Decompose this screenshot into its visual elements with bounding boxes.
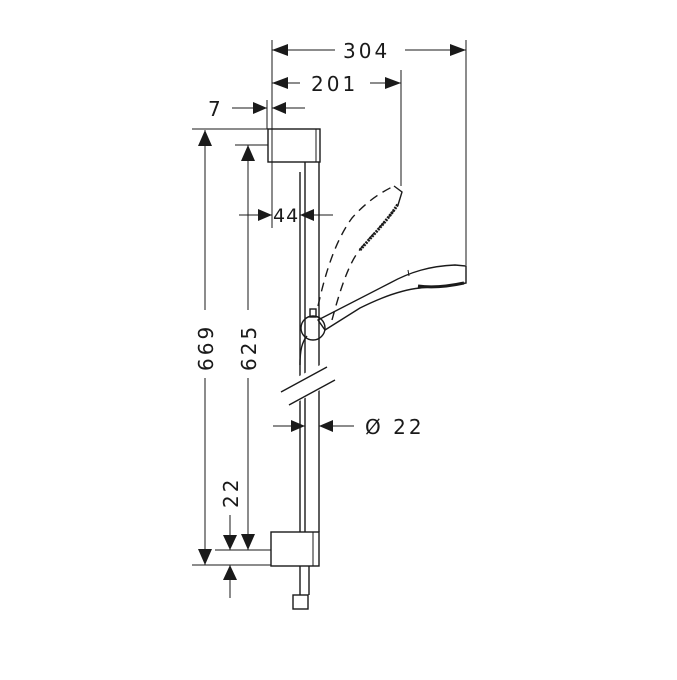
- hand-shower-alt-position: [317, 185, 403, 321]
- bottom-wall-bracket: [270, 531, 320, 567]
- dimension-label: 201: [311, 72, 358, 96]
- dimension-label: 44: [273, 205, 299, 227]
- shower-rail: [304, 162, 320, 532]
- dimension-label: 669: [194, 324, 218, 371]
- dimension-label: 304: [343, 39, 390, 63]
- dimension-label: Ø 22: [365, 415, 425, 439]
- break-lines: [280, 364, 336, 406]
- dimension-669: 669: [194, 130, 218, 565]
- shower-hose: [292, 172, 310, 610]
- slider-knob: [300, 308, 326, 341]
- hand-shower: [316, 264, 467, 331]
- dimension-44: 44: [239, 205, 333, 227]
- dimension-625: 625: [237, 145, 261, 550]
- dimension-label: 22: [219, 477, 243, 508]
- top-wall-bracket: [267, 128, 321, 163]
- dimension-304: 304: [272, 39, 466, 63]
- dimension-label: 7: [208, 97, 224, 121]
- dimension-22: 22: [219, 477, 243, 598]
- dimension-7: 7: [208, 97, 305, 121]
- extension-lines: [192, 40, 467, 566]
- dimension-label: 625: [237, 324, 261, 371]
- hose-end-cap: [292, 594, 309, 610]
- dimension-diameter-22: Ø 22: [273, 415, 425, 439]
- dimension-201: 201: [272, 72, 401, 96]
